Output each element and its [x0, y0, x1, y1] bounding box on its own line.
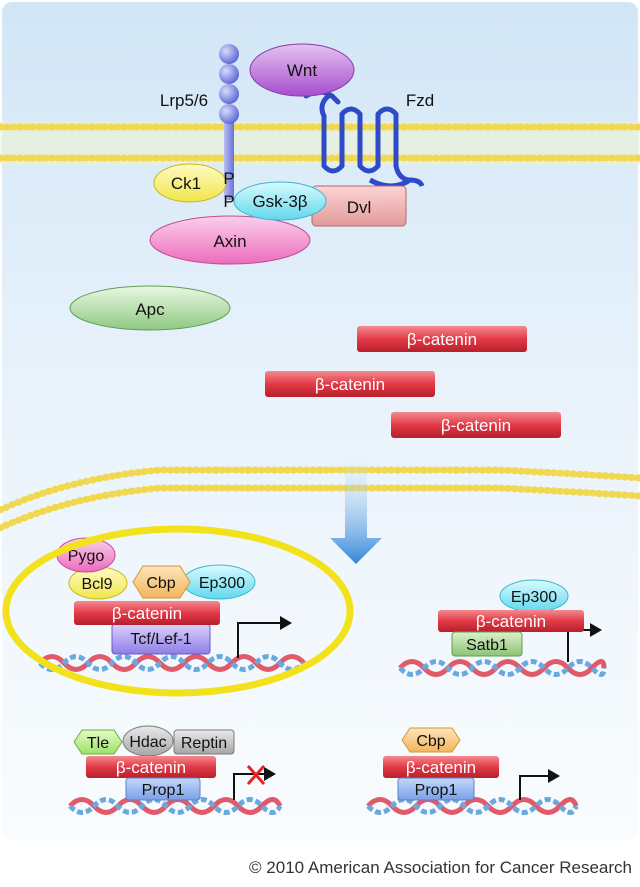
- apc-label: Apc: [135, 300, 165, 319]
- gsk3b-ellipse: [233, 181, 327, 221]
- transcription-arrowhead-1: [280, 616, 292, 630]
- prop1-label: Prop1: [415, 782, 458, 799]
- beta-catenin-cyto-2: β-catenin: [265, 371, 435, 397]
- beta-catenin-label: β-catenin: [441, 416, 511, 435]
- axin-label: Axin: [213, 232, 246, 251]
- hdac-label: Hdac: [129, 734, 166, 751]
- dvl-label: Dvl: [347, 198, 372, 217]
- beta-catenin-label: β-catenin: [476, 612, 546, 631]
- prop1-box: [397, 777, 475, 801]
- apc-ellipse: [69, 285, 231, 331]
- cbp-label: Cbp: [146, 575, 175, 592]
- beta-catenin-label: β-catenin: [407, 330, 477, 349]
- cell-membrane: [0, 121, 640, 165]
- bcl9-label: Bcl9: [81, 576, 112, 593]
- prop1-box: [125, 777, 201, 801]
- wnt-label: Wnt: [287, 61, 318, 80]
- ck1-ellipse: [153, 163, 227, 203]
- beta-catenin-label: β-catenin: [112, 604, 182, 623]
- ep300-label: Ep300: [511, 589, 557, 606]
- satb1-box: [451, 631, 523, 657]
- dna-helix-1: [38, 654, 306, 672]
- nuclear-membrane: [0, 466, 640, 532]
- beta-catenin-nuclear-1: β-catenin: [74, 601, 220, 625]
- reptin-box: [173, 729, 235, 755]
- beta-catenin-nuclear-4: β-catenin: [383, 756, 499, 778]
- beta-catenin-cyto-1: β-catenin: [357, 326, 527, 352]
- fzd-label: Fzd: [406, 91, 434, 110]
- prop1-label: Prop1: [142, 782, 185, 799]
- ep300-label: Ep300: [199, 575, 245, 592]
- phospho-p1: P: [223, 169, 234, 188]
- wnt-ligand: [249, 43, 355, 97]
- copyright-credit: © 2010 American Association for Cancer R…: [249, 858, 632, 877]
- highlight-ring: [2, 525, 354, 697]
- transcription-arrowhead-4: [548, 769, 560, 783]
- transcription-arrow-4: [519, 775, 552, 800]
- transcription-arrow-1: [237, 622, 284, 658]
- lrp-stalk: [224, 116, 234, 200]
- tle-label: Tle: [87, 735, 109, 752]
- lrp-domains: [219, 44, 239, 124]
- beta-catenin-cyto-3: β-catenin: [391, 412, 561, 438]
- beta-catenin-label: β-catenin: [315, 375, 385, 394]
- repressed-arrowhead: [264, 767, 276, 781]
- transcription-arrowhead-2: [590, 623, 602, 637]
- tcf-lef1-label: Tcf/Lef-1: [130, 631, 191, 648]
- lrp-label: Lrp5/6: [160, 91, 208, 110]
- axin-ellipse: [149, 215, 311, 265]
- cbp-label: Cbp: [416, 733, 445, 750]
- beta-catenin-nuclear-3: β-catenin: [86, 756, 216, 778]
- satb1-label: Satb1: [466, 637, 508, 654]
- tle-hexagon: [73, 729, 123, 755]
- nuclear-translocation-arrow: [330, 448, 382, 564]
- cbp-hexagon: [132, 565, 191, 599]
- beta-catenin-label: β-catenin: [406, 758, 476, 777]
- beta-catenin-nuclear-2: β-catenin: [438, 610, 584, 632]
- ck1-label: Ck1: [171, 174, 201, 193]
- repression-x-icon: [246, 765, 266, 785]
- gsk3b-label: Gsk-3β: [252, 192, 307, 211]
- pygo-label: Pygo: [68, 548, 105, 565]
- beta-catenin-label: β-catenin: [116, 758, 186, 777]
- reptin-label: Reptin: [181, 735, 227, 752]
- phospho-p2: P: [223, 192, 234, 211]
- cbp-hexagon: [401, 727, 461, 753]
- dna-helix-2: [398, 659, 607, 677]
